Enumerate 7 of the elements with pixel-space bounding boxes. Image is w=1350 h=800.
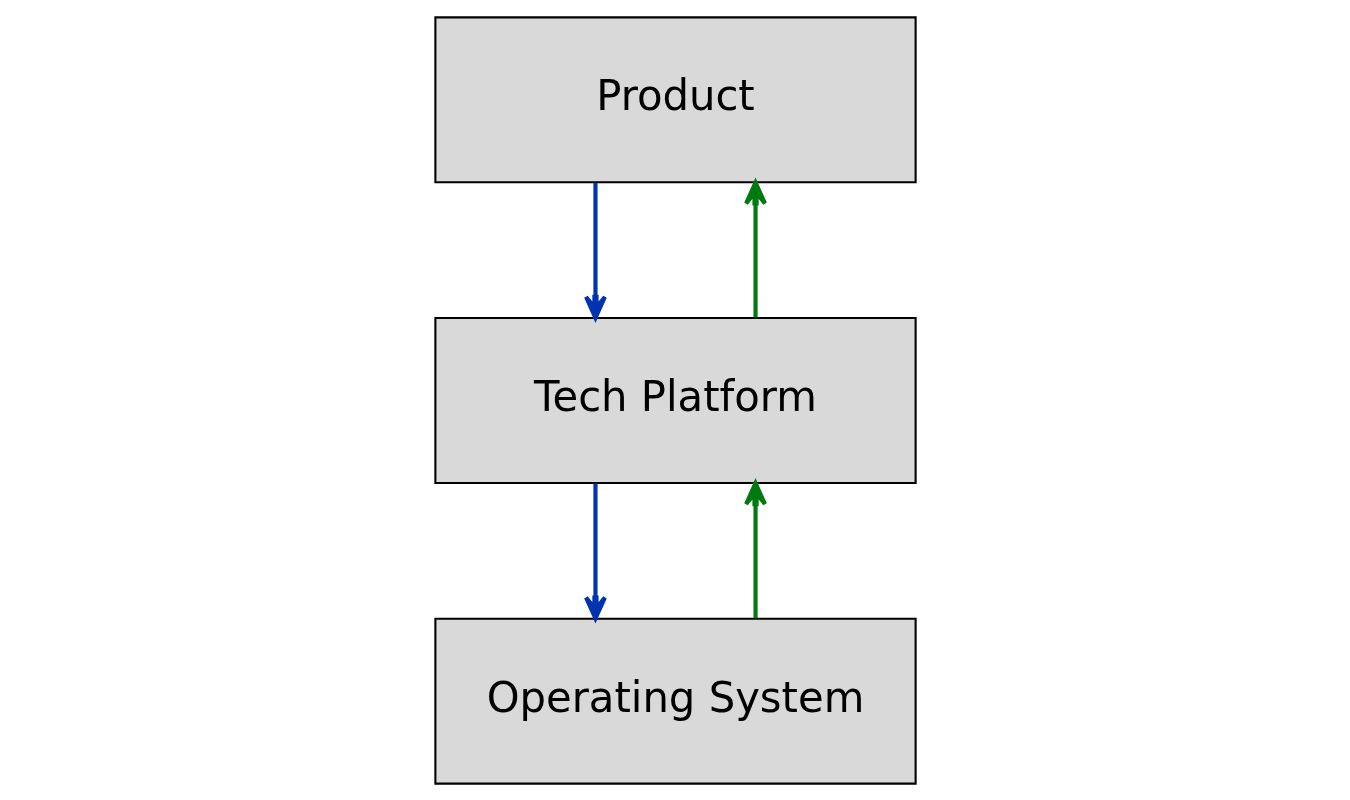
arrow: [583, 482, 607, 621]
node-box: Operating System: [433, 617, 917, 785]
node-box: Product: [433, 15, 917, 183]
node-box: Tech Platform: [433, 316, 917, 484]
arrow: [743, 480, 767, 618]
arrow: [743, 179, 767, 318]
arrow: [583, 182, 607, 320]
